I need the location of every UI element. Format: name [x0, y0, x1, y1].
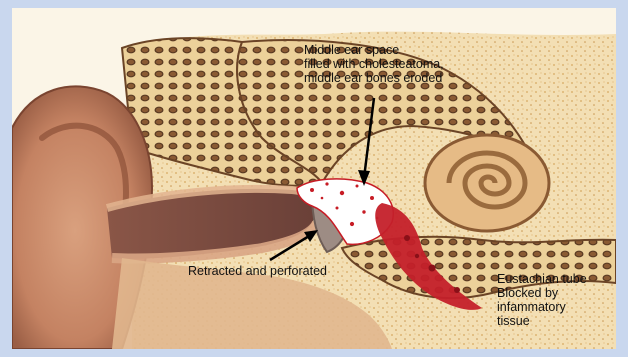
label-eustachian-tube: Eustachian tube Blocked by infammatory t… [497, 272, 587, 328]
label-middle-ear: Middle ear space filled with cholesteato… [304, 43, 444, 85]
label-retracted-perforated: Retracted and perforated [188, 264, 327, 278]
ear-diagram: Middle ear space filled with cholesteato… [12, 8, 616, 349]
cochlea [425, 135, 549, 231]
